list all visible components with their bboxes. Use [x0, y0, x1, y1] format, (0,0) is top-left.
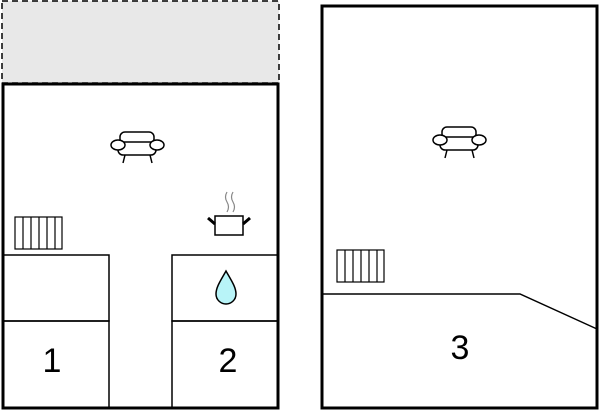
room-3-label: 3 [451, 329, 470, 367]
right-unit-wall [320, 4, 599, 410]
sofa-icon [110, 131, 165, 164]
room-3-boundary [322, 293, 598, 330]
radiator-icon [336, 249, 385, 283]
cooking-pot-icon [207, 191, 251, 236]
radiator-icon [14, 216, 63, 250]
annex-area [1, 0, 280, 84]
water-drop-icon [215, 269, 237, 305]
room-1 [2, 320, 110, 409]
sofa-icon [432, 126, 487, 159]
room-1-label: 1 [43, 342, 62, 380]
room-2-label: 2 [219, 342, 238, 380]
room-2 [171, 320, 279, 409]
